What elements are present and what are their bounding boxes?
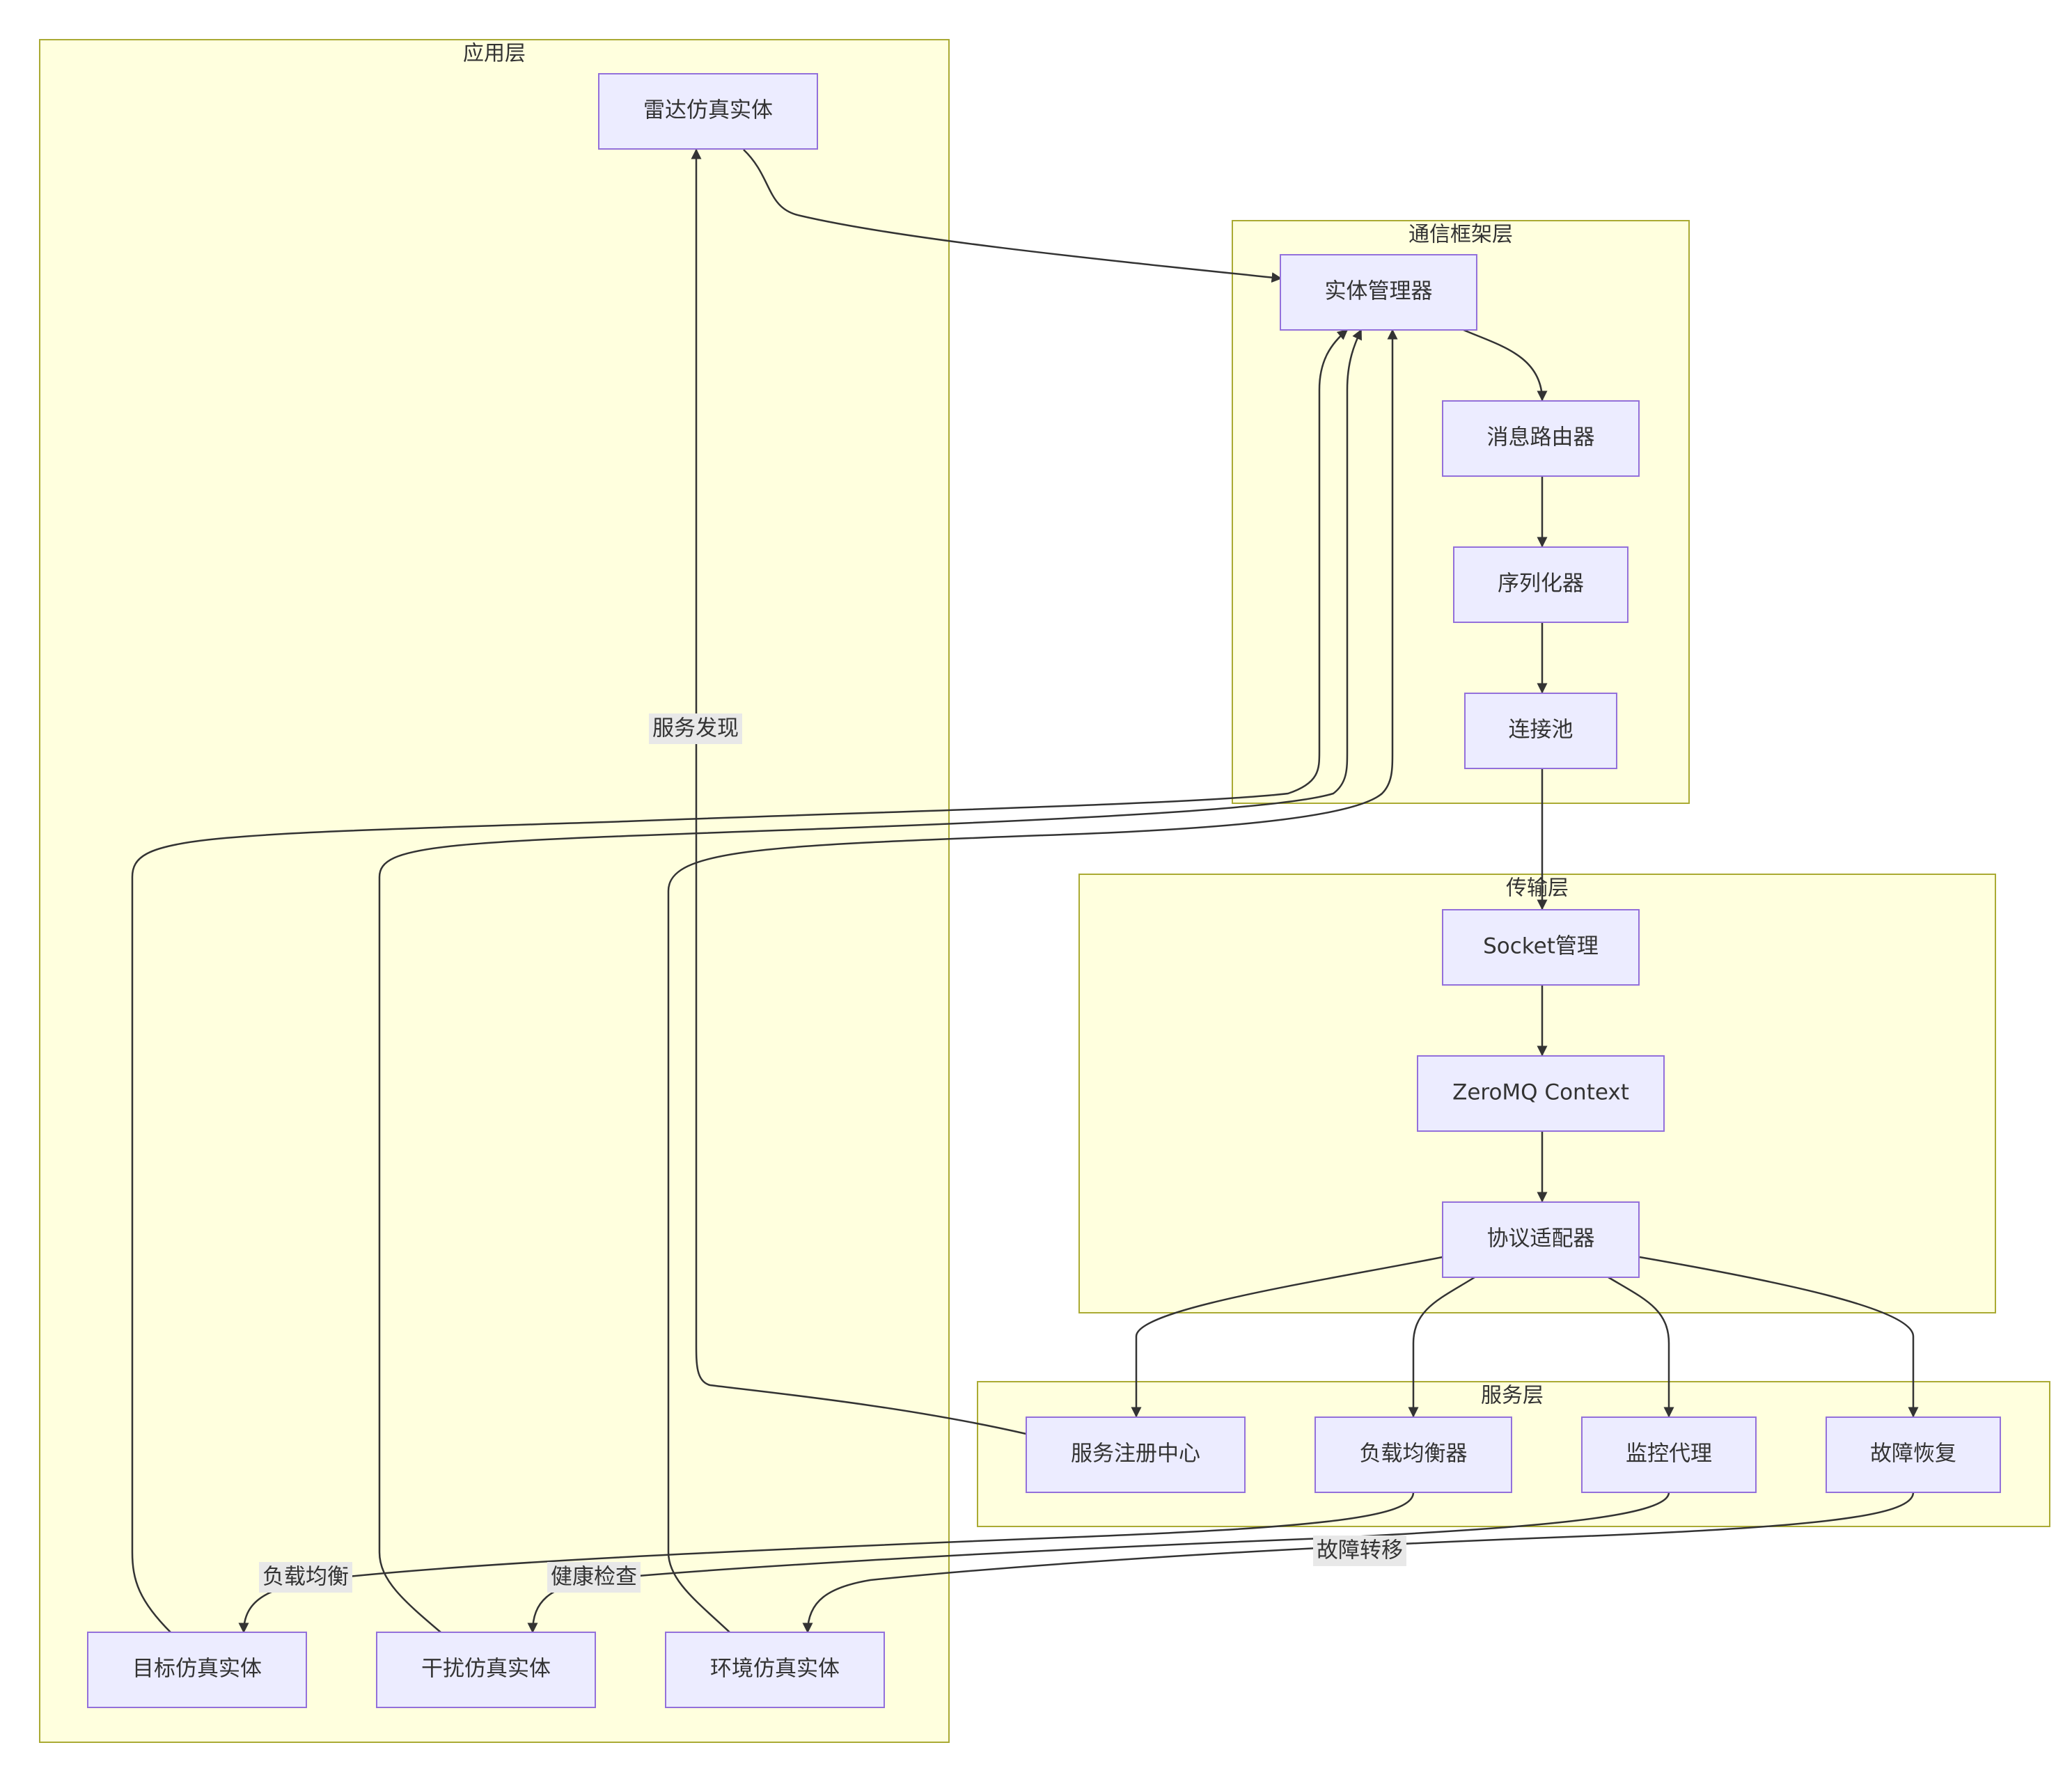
node-service-registry[interactable]: 服务注册中心 xyxy=(1026,1416,1246,1493)
cluster-app-layer: 应用层 xyxy=(39,39,950,1743)
edge-adapter-to-registry xyxy=(1131,1256,1443,1418)
node-load-balancer[interactable]: 负载均衡器 xyxy=(1314,1416,1512,1493)
svg-text:目标仿真实体: 目标仿真实体 xyxy=(132,1657,262,1682)
svg-text:负载均衡器: 负载均衡器 xyxy=(1360,1442,1468,1467)
edge-env-to-entity-manager xyxy=(667,329,1398,1633)
node-entity-manager[interactable]: 实体管理器 xyxy=(1280,254,1477,331)
cluster-title-app: 应用层 xyxy=(463,42,526,66)
node-zeromq-context[interactable]: ZeroMQ Context xyxy=(1417,1055,1665,1132)
node-jamming-entity[interactable]: 干扰仿真实体 xyxy=(376,1632,596,1708)
edge-recovery-to-env xyxy=(802,1492,1915,1634)
svg-text:服务注册中心: 服务注册中心 xyxy=(1071,1442,1200,1467)
svg-text:序列化器: 序列化器 xyxy=(1498,571,1584,597)
svg-text:故障转移: 故障转移 xyxy=(1317,1538,1403,1563)
node-serializer[interactable]: 序列化器 xyxy=(1453,546,1628,623)
node-failure-recovery[interactable]: 故障恢复 xyxy=(1826,1416,2001,1493)
svg-text:消息路由器: 消息路由器 xyxy=(1487,425,1595,450)
svg-text:干扰仿真实体: 干扰仿真实体 xyxy=(421,1657,551,1682)
svg-text:故障恢复: 故障恢复 xyxy=(1870,1442,1956,1467)
svg-text:实体管理器: 实体管理器 xyxy=(1325,279,1433,304)
cluster-title-transport: 传输层 xyxy=(1506,876,1569,901)
edge-label-load-balance: 负载均衡 xyxy=(259,1562,352,1593)
node-environment-entity[interactable]: 环境仿真实体 xyxy=(665,1632,885,1708)
svg-text:协议适配器: 协议适配器 xyxy=(1487,1226,1595,1252)
edge-target-to-entity-manager xyxy=(131,329,1349,1633)
edge-registry-to-radar xyxy=(691,148,1027,1435)
svg-text:ZeroMQ Context: ZeroMQ Context xyxy=(1452,1080,1629,1105)
edge-jamming-to-entity-manager xyxy=(378,329,1363,1633)
svg-text:连接池: 连接池 xyxy=(1509,718,1573,743)
cluster-title-comm: 通信框架层 xyxy=(1408,223,1513,247)
edge-adapter-to-load-balancer xyxy=(1408,1276,1475,1418)
node-radar-entity[interactable]: 雷达仿真实体 xyxy=(598,73,818,150)
svg-text:环境仿真实体: 环境仿真实体 xyxy=(710,1657,840,1682)
svg-text:雷达仿真实体: 雷达仿真实体 xyxy=(643,98,773,123)
svg-text:服务发现: 服务发现 xyxy=(652,716,739,741)
edge-adapter-to-monitor xyxy=(1608,1276,1674,1418)
cluster-title-service: 服务层 xyxy=(1481,1384,1544,1408)
node-message-router[interactable]: 消息路由器 xyxy=(1442,400,1640,477)
node-socket-manager[interactable]: Socket管理 xyxy=(1442,909,1640,986)
svg-text:监控代理: 监控代理 xyxy=(1626,1442,1712,1467)
edge-label-failover: 故障转移 xyxy=(1313,1536,1406,1566)
svg-text:负载均衡: 负载均衡 xyxy=(262,1565,349,1590)
node-protocol-adapter[interactable]: 协议适配器 xyxy=(1442,1201,1640,1278)
svg-text:Socket管理: Socket管理 xyxy=(1483,934,1599,959)
node-monitor-agent[interactable]: 监控代理 xyxy=(1581,1416,1757,1493)
edge-label-health-check: 健康检查 xyxy=(547,1562,641,1593)
edge-radar-to-entity-manager xyxy=(743,149,1282,283)
node-connection-pool[interactable]: 连接池 xyxy=(1464,693,1617,769)
edge-entity-manager-to-router xyxy=(1463,329,1548,402)
node-target-entity[interactable]: 目标仿真实体 xyxy=(87,1632,307,1708)
svg-text:健康检查: 健康检查 xyxy=(551,1565,637,1590)
edge-adapter-to-recovery xyxy=(1639,1256,1919,1418)
edge-label-discovery: 服务发现 xyxy=(649,713,742,744)
